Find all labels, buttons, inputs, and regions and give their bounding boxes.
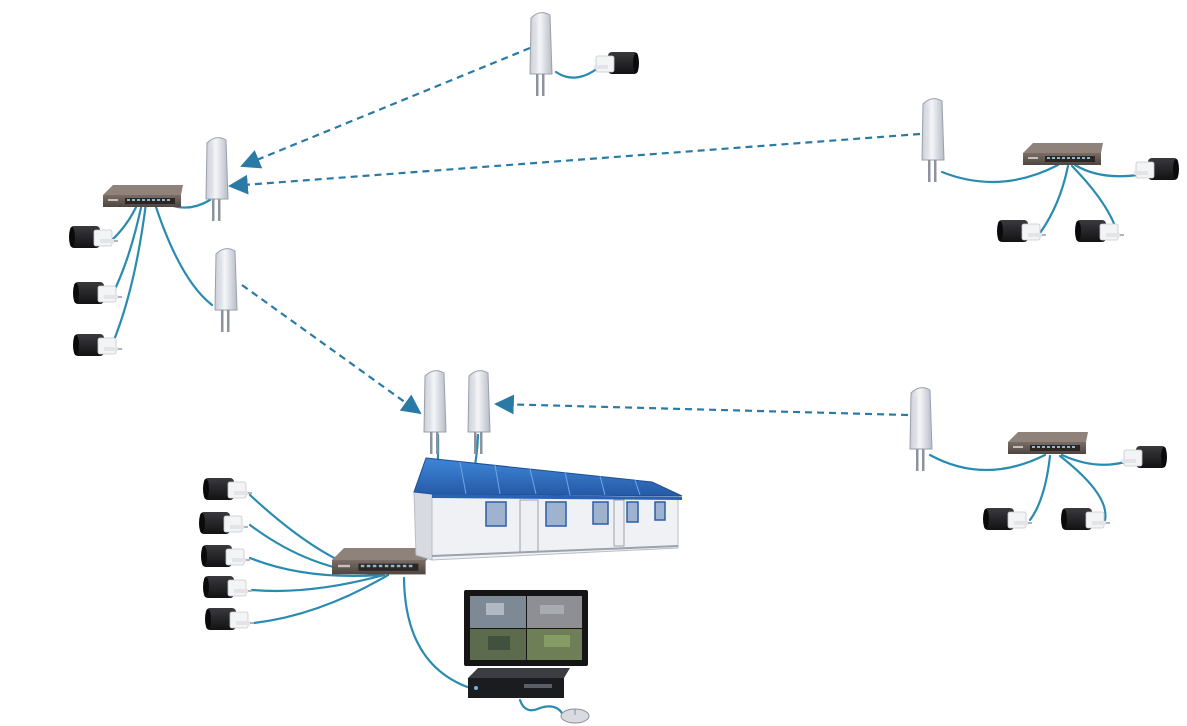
bullet-camera-icon [202,477,253,501]
cables [110,66,1140,715]
mouse-icon [560,708,590,724]
building-icon [413,457,683,561]
wireless-link [240,46,531,169]
bullet-camera-icon [72,281,123,305]
bullet-camera-icon [593,51,640,75]
bullet-camera-icon [204,607,255,631]
poe-switch-icon [103,185,183,207]
wireless-bridge-icon [214,248,238,333]
bullet-camera-icon [202,575,253,599]
monitor-icon [464,590,588,666]
bullet-camera-icon [198,511,249,535]
wireless-link [241,284,422,415]
wireless-bridge-icon [529,12,553,97]
wireless-links [228,46,921,417]
bullet-camera-icon [1060,507,1111,531]
wireless-bridge-icon [423,370,447,455]
bullet-camera-icon [982,507,1033,531]
bullet-camera-icon [996,219,1047,243]
bullet-camera-icon [1074,219,1125,243]
wireless-link [494,394,909,417]
poe-switch-icon [1008,432,1088,454]
nvr-icon [468,668,570,698]
bullet-camera-icon [68,225,119,249]
bullet-camera-icon [1133,157,1180,181]
wireless-bridge-icon [921,98,945,183]
wireless-bridge-icon [467,370,491,455]
poe-switch-icon [332,548,428,575]
wireless-bridge-icon [205,137,229,222]
wireless-bridge-icon [909,387,933,472]
poe-switch-icon [1023,143,1103,165]
bullet-camera-icon [1121,445,1168,469]
bullet-camera-icon [200,544,251,568]
wireless-link [228,132,921,195]
